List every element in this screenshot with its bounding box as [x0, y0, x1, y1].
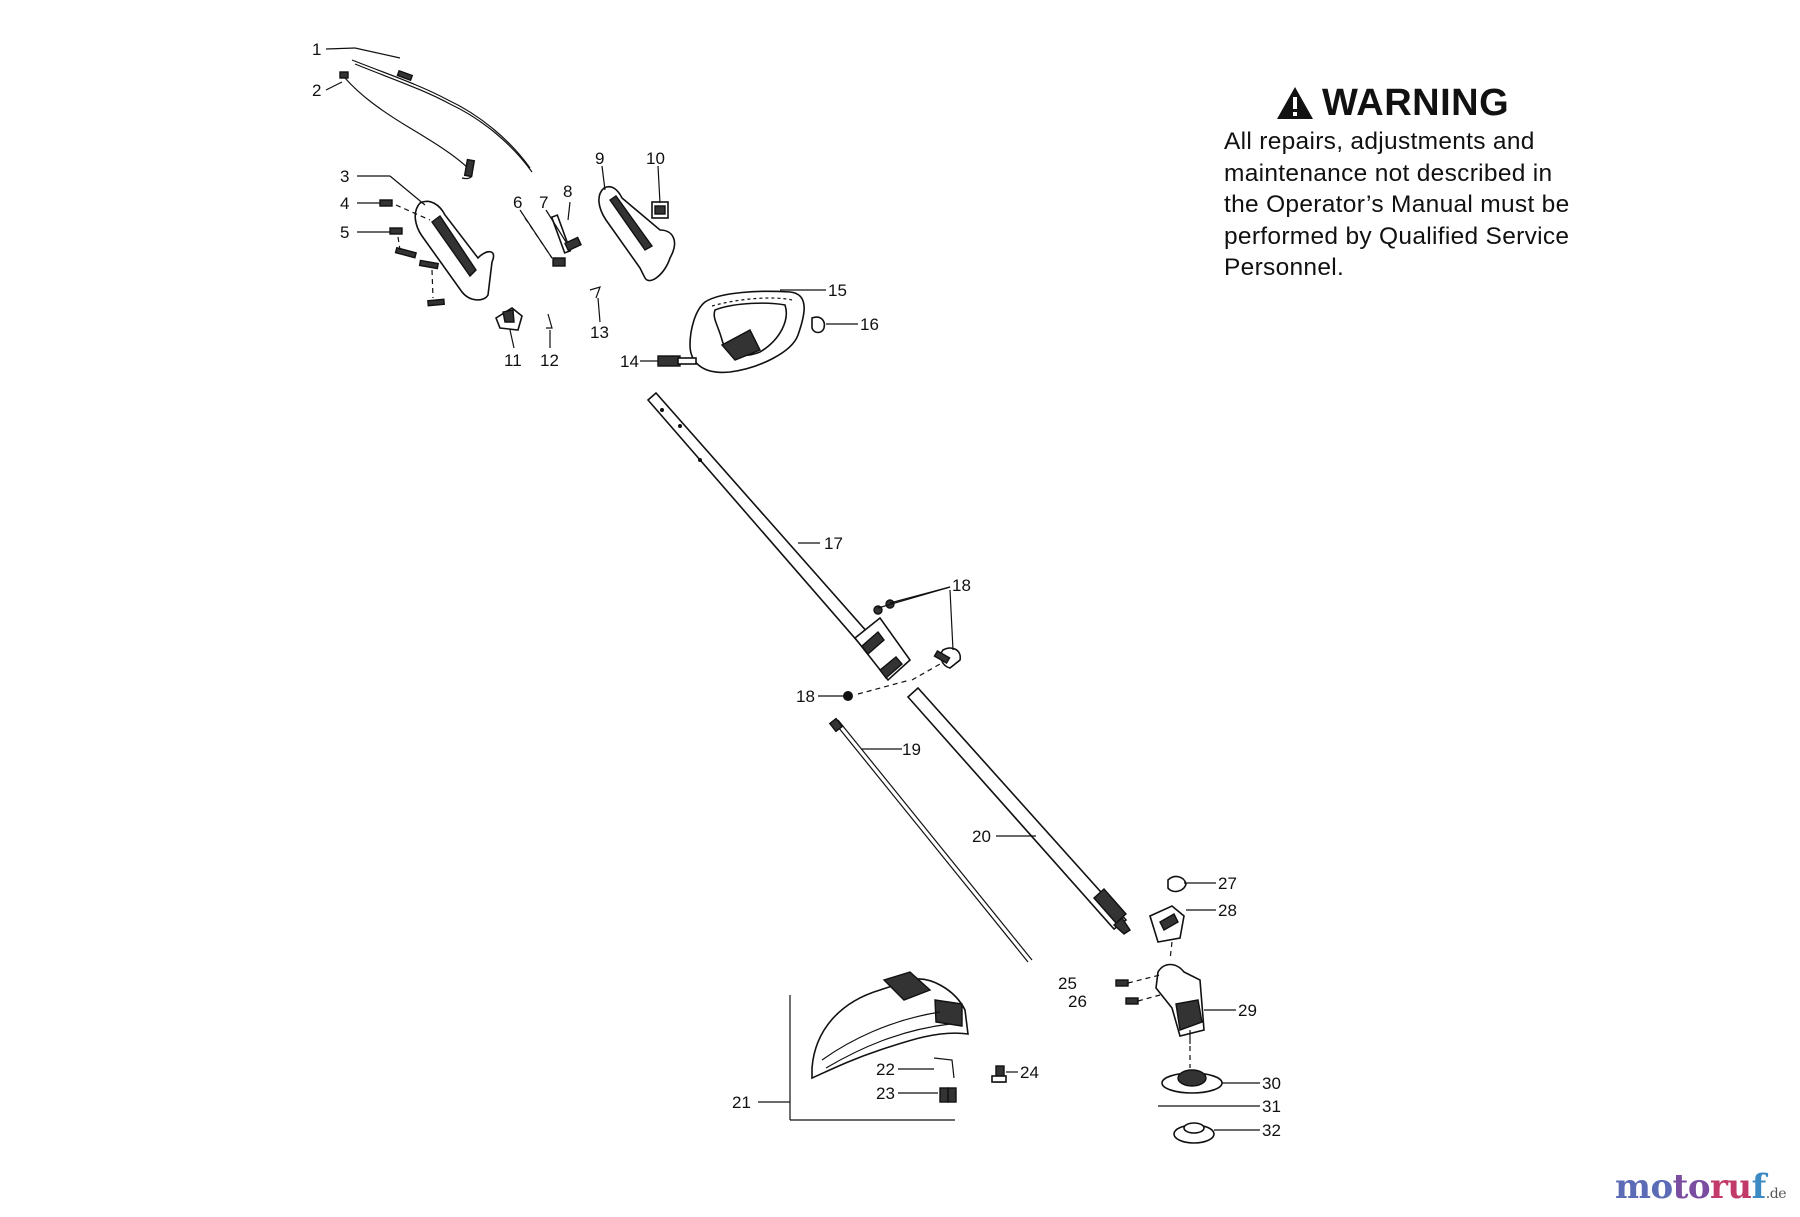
watermark-logo: motoruf.de: [1614, 1167, 1787, 1207]
callout-26: 26: [1068, 992, 1087, 1011]
screws: [379, 199, 445, 307]
watermark-part: to: [1672, 1167, 1711, 1207]
warning-line: the Operator’s Manual must be: [1224, 191, 1570, 218]
warning-line: Personnel.: [1224, 254, 1345, 281]
callout-14: 14: [620, 352, 639, 371]
clip: [651, 201, 669, 219]
callout-10: 10: [646, 149, 665, 168]
callout-32: 32: [1262, 1121, 1281, 1140]
callout-4: 4: [340, 194, 349, 213]
loop-handle: [689, 290, 805, 374]
warning-title-text: WARNING: [1322, 81, 1510, 124]
callout-9: 9: [595, 149, 604, 168]
callout-31: 31: [1262, 1097, 1281, 1116]
warning-line: All repairs, adjustments and: [1224, 128, 1535, 155]
callout-20: 20: [972, 827, 991, 846]
warning-line: maintenance not described in: [1224, 159, 1553, 187]
callout-24: 24: [1020, 1063, 1039, 1082]
lower-shaft: [906, 686, 1131, 935]
callout-2: 2: [312, 81, 321, 100]
stop-wire: [339, 71, 476, 180]
callout-12: 12: [540, 351, 559, 370]
trigger-parts: [524, 214, 582, 267]
handle-left-half: [414, 200, 495, 301]
warning-title: WARNING: [1276, 80, 1644, 126]
watermark-tld: .de: [1765, 1186, 1787, 1202]
callout-5: 5: [340, 223, 349, 242]
switch-parts: [495, 286, 601, 331]
coupler: [843, 599, 962, 701]
callout-16: 16: [860, 315, 879, 334]
callout-28: 28: [1218, 901, 1237, 920]
callout-3: 3: [340, 167, 349, 186]
callout-labels: 1 2 3 4 5 6 7 8 9 10 11 12 13 14 15 16 1…: [312, 40, 1281, 1140]
callout-15: 15: [828, 281, 847, 300]
callout-1: 1: [312, 40, 321, 59]
upper-shaft: [646, 391, 878, 653]
callout-7: 7: [539, 193, 548, 212]
callout-11: 11: [504, 351, 522, 370]
callout-17: 17: [824, 534, 843, 553]
handle-right-half: [598, 185, 676, 282]
warning-line: performed by Qualified Service: [1224, 222, 1570, 250]
callout-6: 6: [513, 193, 522, 212]
callout-19: 19: [902, 740, 921, 759]
bolt: [657, 355, 697, 367]
watermark-part: mo: [1614, 1167, 1673, 1207]
gearhead: [1115, 875, 1223, 1144]
knob: [811, 316, 826, 334]
throttle-cable: [351, 59, 533, 173]
callout-21: 21: [732, 1093, 751, 1112]
warning-triangle-icon: [1277, 87, 1313, 119]
callout-25: 25: [1058, 974, 1077, 993]
callout-27: 27: [1218, 874, 1237, 893]
watermark-part: ru: [1710, 1167, 1752, 1207]
callout-22: 22: [876, 1060, 895, 1079]
callout-18b: 18: [796, 687, 815, 706]
callout-13: 13: [590, 323, 609, 342]
callout-18a: 18: [952, 576, 971, 595]
callout-8: 8: [563, 182, 572, 201]
callout-29: 29: [1238, 1001, 1257, 1020]
watermark-part: f: [1751, 1167, 1767, 1207]
warning-text: All repairs, adjustments and maintenance…: [1224, 126, 1644, 284]
warning-box: WARNING All repairs, adjustments and mai…: [1224, 80, 1644, 284]
grass-shield: [811, 971, 1007, 1103]
callout-leaders: [325, 47, 1260, 1131]
drive-shaft: [828, 717, 1033, 963]
callout-30: 30: [1262, 1074, 1281, 1093]
callout-23: 23: [876, 1084, 895, 1103]
